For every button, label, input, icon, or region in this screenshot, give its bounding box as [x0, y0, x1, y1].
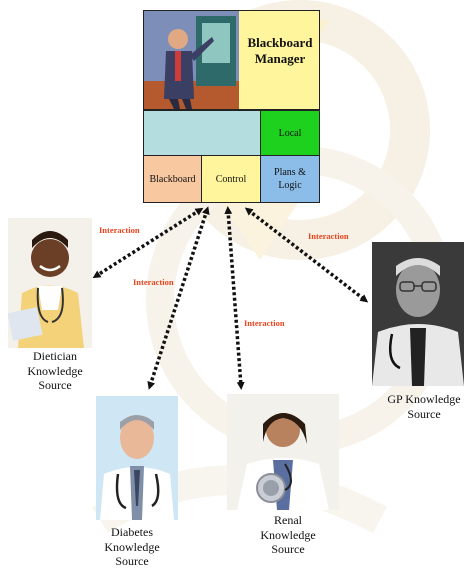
control-label: Control	[215, 173, 247, 185]
local-label: Local	[278, 127, 302, 139]
interaction-label-renal: Interaction	[244, 318, 285, 328]
dietician-photo	[8, 218, 92, 348]
teal-cell	[143, 110, 261, 156]
plans-logic-label: Plans & Logic	[274, 167, 306, 191]
interaction-label-dietician: Interaction	[99, 225, 140, 235]
blackboard-cell: Blackboard	[143, 155, 202, 203]
gp-photo	[372, 242, 464, 386]
dietician-label: Dietician Knowledge Source	[27, 349, 83, 392]
renal-label: Renal Knowledge Source	[260, 513, 316, 556]
interaction-label-gp: Interaction	[308, 231, 349, 241]
control-cell: Control	[201, 155, 261, 203]
local-cell: Local	[260, 110, 320, 156]
diabetes-label: Diabetes Knowledge Source	[104, 525, 160, 568]
blackboard-manager-title: Blackboard Manager	[247, 35, 313, 66]
interaction-label-diabetes: Interaction	[133, 277, 174, 287]
blackboard-label: Blackboard	[149, 173, 196, 185]
presenter-illustration	[144, 11, 239, 109]
diabetes-photo	[96, 396, 178, 520]
renal-photo	[227, 394, 339, 510]
gp-label: GP Knowledge Source	[387, 392, 461, 421]
plans-logic-cell: Plans & Logic	[260, 155, 320, 203]
